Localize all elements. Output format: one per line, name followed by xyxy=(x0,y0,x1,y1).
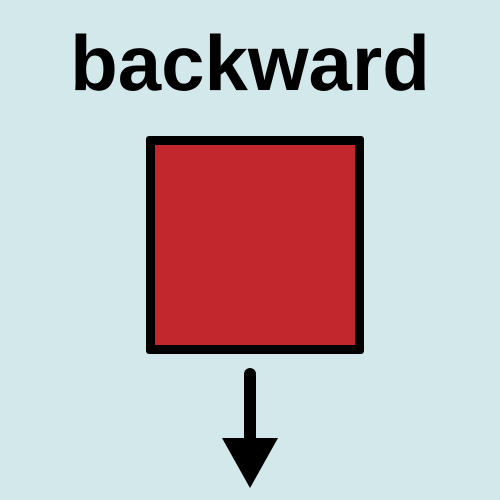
red-square-icon xyxy=(146,136,364,354)
down-arrow-icon xyxy=(222,368,278,488)
arrow-head xyxy=(222,438,278,488)
word-label: backward xyxy=(70,19,430,107)
